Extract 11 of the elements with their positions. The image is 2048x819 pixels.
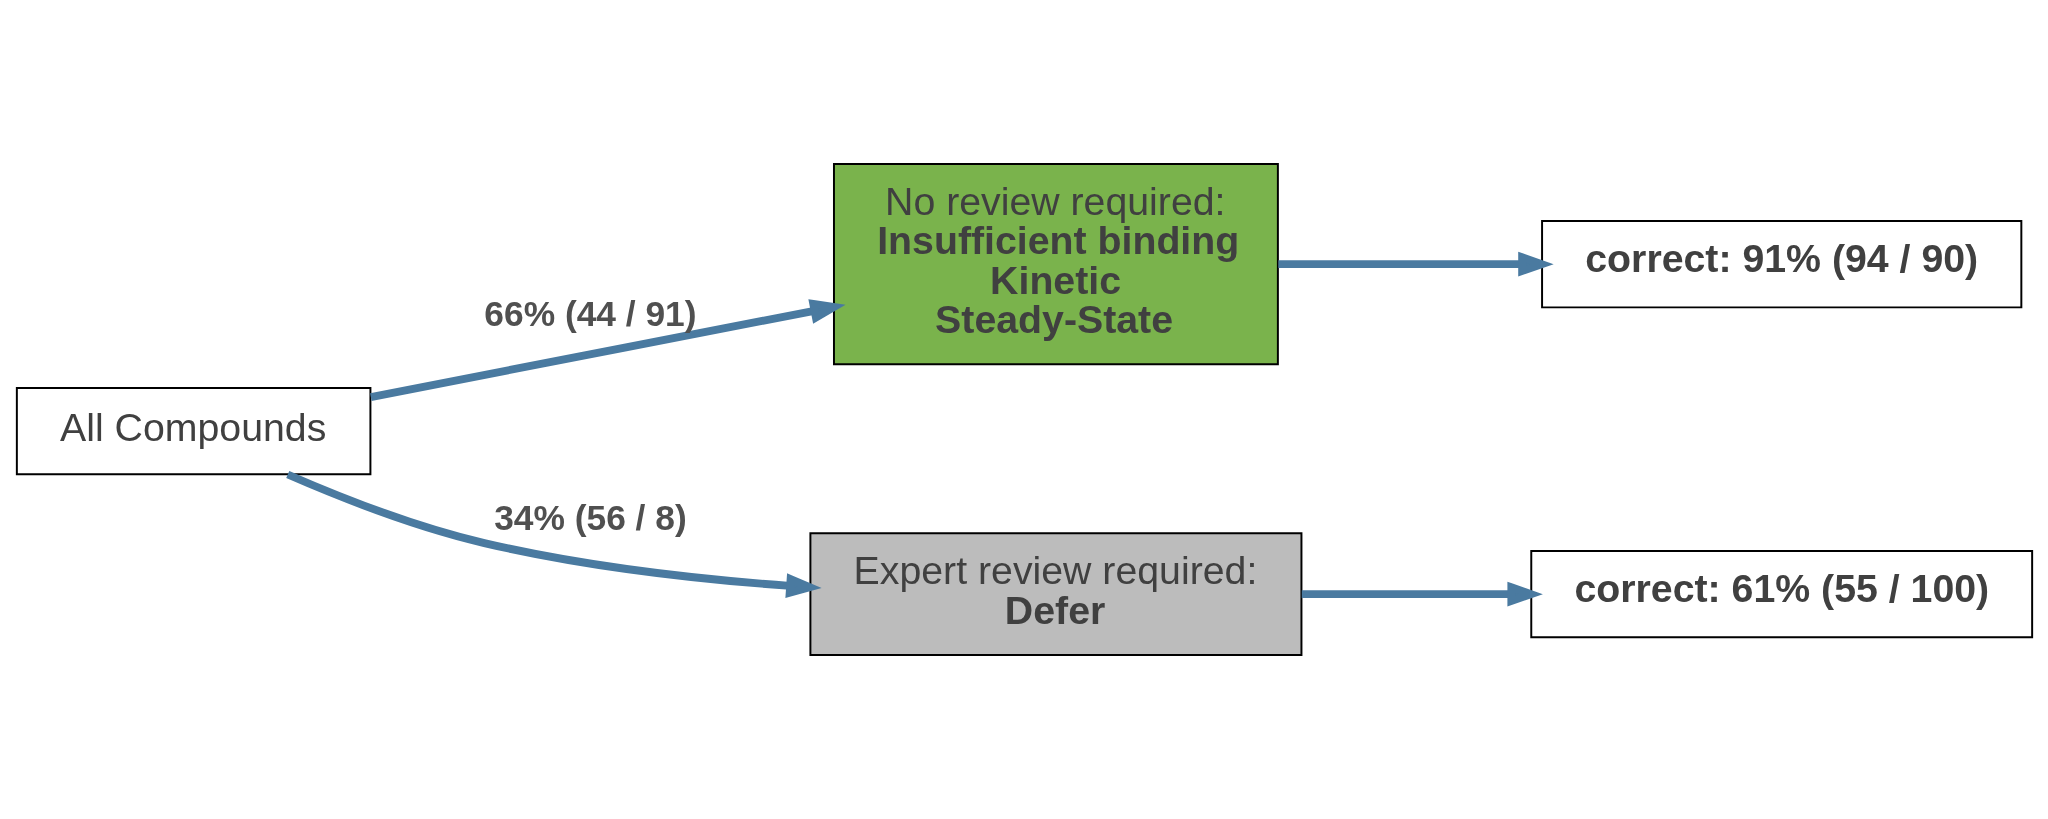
edge-label: 34% (56 / 8)	[493, 498, 687, 538]
arrow	[285, 470, 822, 599]
node-box: correct: 91% (94 / 90)	[1540, 219, 2022, 309]
node-box: correct: 61% (55 / 100)	[1529, 549, 2033, 639]
arrow	[369, 299, 846, 401]
node-box: Expert review required: Defer	[808, 532, 1302, 656]
edge-label: 66% (44 / 91)	[483, 293, 697, 333]
node-box: No review required: Insufficient binding Kinetic Steady-State	[832, 163, 1279, 366]
arrow	[1277, 251, 1554, 277]
node-box: All Compounds	[15, 386, 371, 476]
arrow	[1301, 581, 1543, 607]
